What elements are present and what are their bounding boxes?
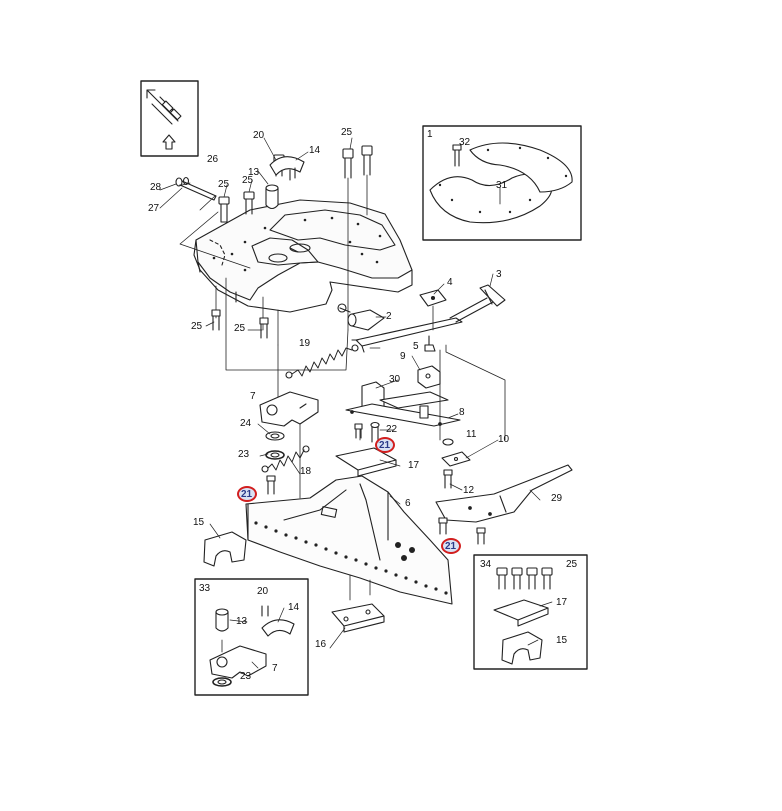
callout-24: 24	[240, 418, 252, 429]
lock-pin-shaft	[175, 176, 217, 201]
callout-3: 3	[496, 269, 502, 280]
bolt-group-lower	[211, 309, 269, 339]
wear-plate	[335, 447, 397, 477]
callout-6: 6	[405, 498, 411, 509]
inset-service-kit	[473, 554, 588, 670]
callout-8: 8	[459, 407, 465, 418]
callout-14: 14	[288, 602, 300, 613]
callout-21-highlighted[interactable]: 21	[241, 489, 253, 500]
bolt-group-mid	[266, 423, 453, 495]
callout-14: 14	[309, 145, 321, 156]
callout-28: 28	[150, 182, 162, 193]
callout-31: 31	[496, 180, 508, 191]
highlight-ring	[375, 437, 395, 453]
callout-32: 32	[459, 137, 471, 148]
callout-23: 23	[238, 449, 250, 460]
mounting-bracket	[245, 459, 453, 605]
callout-7: 7	[250, 391, 256, 402]
washer-11	[441, 438, 471, 467]
callout-7: 7	[272, 663, 278, 674]
lock-sleeve	[265, 184, 279, 210]
lock-plate	[419, 289, 447, 331]
callout-22: 22	[386, 424, 398, 435]
callout-15: 15	[193, 517, 205, 528]
release-handle	[351, 284, 506, 353]
bolt-group-lever	[438, 517, 486, 545]
wedge-block	[417, 365, 441, 389]
callout-34: 34	[480, 559, 492, 570]
callout-27: 27	[148, 203, 160, 214]
bushing	[337, 303, 385, 331]
callout-10: 10	[498, 434, 510, 445]
rubber-pad	[203, 531, 247, 567]
callout-33: 33	[199, 583, 211, 594]
callout-4: 4	[447, 277, 453, 288]
nut	[424, 335, 436, 352]
callout-12: 12	[463, 485, 475, 496]
callout-23: 23	[240, 671, 252, 682]
highlight-ring	[237, 486, 257, 502]
callout-26: 26	[207, 154, 219, 165]
callout-30: 30	[389, 374, 401, 385]
base-plate	[331, 574, 385, 633]
tension-spring-small	[261, 445, 310, 473]
orientation-icon	[140, 80, 199, 157]
highlight-ring	[441, 538, 461, 554]
callout-25: 25	[234, 323, 246, 334]
callout-5: 5	[413, 341, 419, 352]
inset-jaw-kit	[194, 578, 309, 696]
fifth-wheel-top-plate	[193, 199, 413, 313]
lock-jaw	[259, 391, 319, 427]
callout-25: 25	[191, 321, 203, 332]
callout-21-highlighted[interactable]: 21	[379, 440, 391, 451]
bolt-22	[370, 421, 380, 443]
inset-plate-liner	[422, 125, 582, 241]
washer-pair	[265, 431, 285, 460]
callout-21-highlighted[interactable]: 21	[445, 541, 457, 552]
callout-11: 11	[466, 429, 477, 440]
callout-20: 20	[253, 130, 265, 141]
spring-clip	[269, 156, 305, 181]
callout-1: 1	[427, 129, 433, 140]
callout-13: 13	[236, 616, 248, 627]
callout-17: 17	[556, 597, 568, 608]
callout-29: 29	[551, 493, 563, 504]
lock-bracket-bar	[345, 381, 461, 427]
callout-9: 9	[400, 351, 406, 362]
callout-19: 19	[299, 338, 311, 349]
callout-16: 16	[315, 639, 327, 650]
release-lever	[435, 464, 573, 523]
callout-15: 15	[556, 635, 568, 646]
callout-2: 2	[386, 311, 392, 322]
callout-25: 25	[218, 179, 230, 190]
callout-13: 13	[248, 167, 260, 178]
callout-25: 25	[242, 175, 254, 186]
tension-spring-large	[285, 344, 359, 379]
callout-20: 20	[257, 586, 269, 597]
callout-25: 25	[566, 559, 578, 570]
callout-17: 17	[408, 460, 420, 471]
callout-25: 25	[341, 127, 353, 138]
callout-18: 18	[300, 466, 312, 477]
